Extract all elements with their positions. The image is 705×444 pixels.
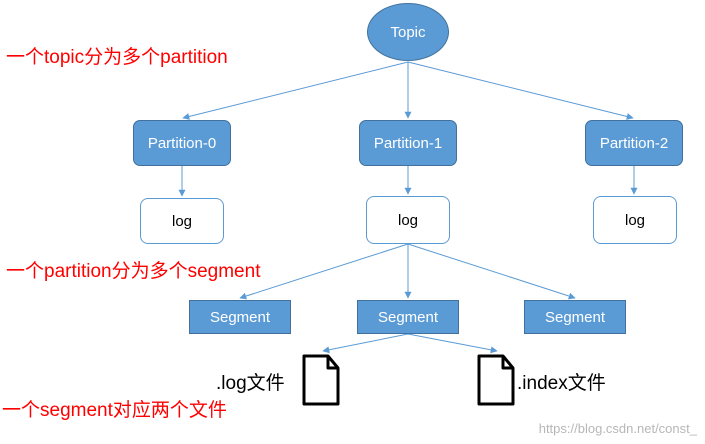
document-icon: [302, 354, 340, 406]
edge-log-segment-0: [239, 243, 409, 300]
segment-node-0: Segment: [189, 300, 291, 334]
segment-node-1: Segment: [357, 300, 459, 334]
log-node-1: log: [366, 196, 450, 244]
topic-node: Topic: [367, 3, 449, 61]
log-node-2: log: [593, 196, 677, 244]
annotation-partition-split: 一个partition分为多个segment: [6, 261, 261, 282]
edge-segment-file-log: [322, 333, 409, 354]
edge-segment-file-index: [407, 333, 498, 354]
file-label-index: .index文件: [517, 373, 606, 394]
watermark-url: https://blog.csdn.net/const_: [538, 421, 697, 436]
annotation-topic-split: 一个topic分为多个partition: [6, 47, 228, 68]
edge-topic-partition-2: [407, 61, 634, 120]
segment-node-2: Segment: [524, 300, 626, 334]
edge-topic-partition-0: [182, 61, 409, 120]
partition-node-2: Partition-2: [585, 120, 683, 166]
annotation-segment-files: 一个segment对应两个文件: [2, 400, 227, 421]
document-icon: [477, 354, 515, 406]
partition-node-1: Partition-1: [359, 120, 457, 166]
edge-log-segment-2: [407, 243, 576, 300]
log-node-0: log: [140, 198, 224, 244]
file-label-log: .log文件: [216, 373, 285, 394]
partition-node-0: Partition-0: [133, 120, 231, 166]
